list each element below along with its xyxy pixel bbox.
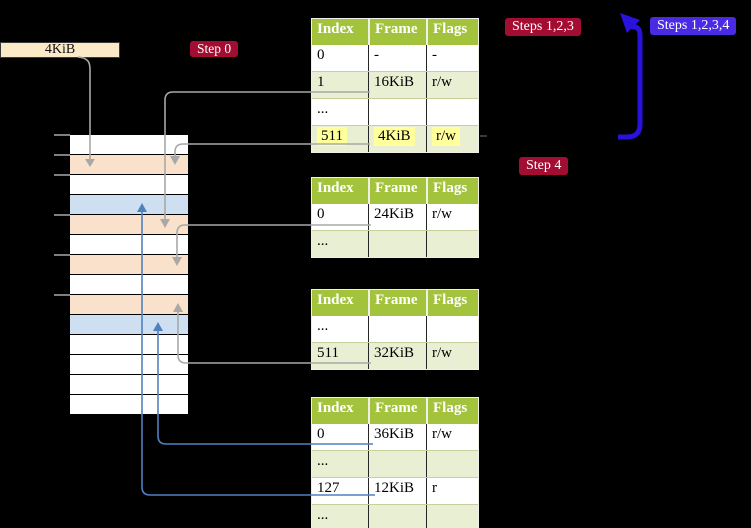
table-cell: r: [426, 478, 478, 504]
table-cell: 24KiB: [368, 204, 426, 230]
table-cell: ...: [317, 453, 329, 469]
table-cell: 36KiB: [368, 424, 426, 450]
memory-frame-row-blue: [70, 195, 188, 214]
column-header: Index: [312, 398, 368, 424]
table-cell: ...: [317, 101, 329, 117]
table-cell: 16KiB: [368, 72, 426, 98]
table-cell: 127: [317, 480, 340, 496]
table-row: ...: [312, 98, 478, 125]
memory-address-tick: [54, 154, 70, 156]
table-cell: -: [426, 45, 478, 71]
table-row: ...: [312, 316, 478, 342]
table-cell: 0: [317, 426, 325, 442]
table-row: ...: [312, 504, 478, 528]
memory-frame-row-white: [70, 135, 188, 154]
table-cell: 1: [317, 74, 325, 90]
table-row: ...: [312, 450, 478, 477]
recursion-loop-arrowhead: [620, 13, 640, 33]
column-header: Frame: [368, 398, 426, 424]
table-cell: 12KiB: [368, 478, 426, 504]
memory-frame-row-blue: [70, 315, 188, 334]
column-header: Flags: [426, 178, 478, 204]
table-cell: [426, 505, 478, 528]
memory-frame-row-peach: [70, 155, 188, 174]
table-cell: 32KiB: [368, 343, 426, 369]
column-header: Flags: [426, 19, 478, 45]
memory-address-tick: [54, 174, 70, 176]
table-cell: 0: [317, 47, 325, 63]
table-cell: ...: [317, 507, 329, 523]
table-cell: r/w: [426, 343, 478, 369]
memory-address-tick: [54, 294, 70, 296]
table-cell: [368, 99, 426, 125]
table-row: 0 --: [312, 45, 478, 71]
table-cell: [368, 316, 426, 342]
table-cell: ...: [317, 233, 329, 249]
table-cell: [426, 316, 478, 342]
memory-address-tick: [54, 254, 70, 256]
memory-frame-row-peach: [70, 255, 188, 274]
table-cell: [426, 231, 478, 257]
recursion-loop-arrow: [618, 24, 643, 140]
memory-frame-row-white: [70, 375, 188, 394]
memory-frame-row-white: [70, 275, 188, 294]
step0-badge: Step 0: [190, 41, 239, 57]
memory-frame-row-white: [70, 355, 188, 374]
table-cell: [368, 505, 426, 528]
memory-address-tick: [54, 214, 70, 216]
memory-frame-row-white: [70, 175, 188, 194]
table-cell: 4KiB: [368, 126, 426, 152]
table-cell: [426, 99, 478, 125]
table-cell: [368, 231, 426, 257]
column-header: Frame: [368, 178, 426, 204]
table-cell: 511: [312, 126, 368, 152]
table-cell: 511: [317, 345, 339, 361]
memory-frame-row-peach: [70, 295, 188, 314]
column-header: Index: [312, 178, 368, 204]
table-cell: [368, 451, 426, 477]
column-header: Index: [312, 290, 368, 316]
memory-frame-row-white: [70, 235, 188, 254]
table-cell: -: [368, 45, 426, 71]
column-header: Frame: [368, 19, 426, 45]
step4-badge: Step 4: [519, 157, 569, 175]
memory-frame-row-white: [70, 335, 188, 354]
table-cell: r/w: [426, 424, 478, 450]
memory-address-tick: [54, 134, 70, 136]
steps123-badge: Steps 1,2,3: [505, 18, 581, 36]
table-cell: [426, 451, 478, 477]
column-header: Flags: [426, 290, 478, 316]
steps1234-badge: Steps 1,2,3,4: [650, 17, 737, 35]
table-cell: r/w: [426, 126, 478, 152]
column-header: Index: [312, 19, 368, 45]
physical-memory-column: [70, 135, 188, 415]
memory-frame-row-white: [70, 395, 188, 414]
table-cell: 0: [317, 206, 325, 222]
column-header: Flags: [426, 398, 478, 424]
table-cell: ...: [317, 318, 329, 334]
memory-frame-row-peach: [70, 215, 188, 234]
column-header: Frame: [368, 290, 426, 316]
frame-pointer-box: 4KiB: [0, 42, 120, 58]
table-cell: r/w: [426, 204, 478, 230]
table-row: ...: [312, 230, 478, 257]
table-cell: r/w: [426, 72, 478, 98]
